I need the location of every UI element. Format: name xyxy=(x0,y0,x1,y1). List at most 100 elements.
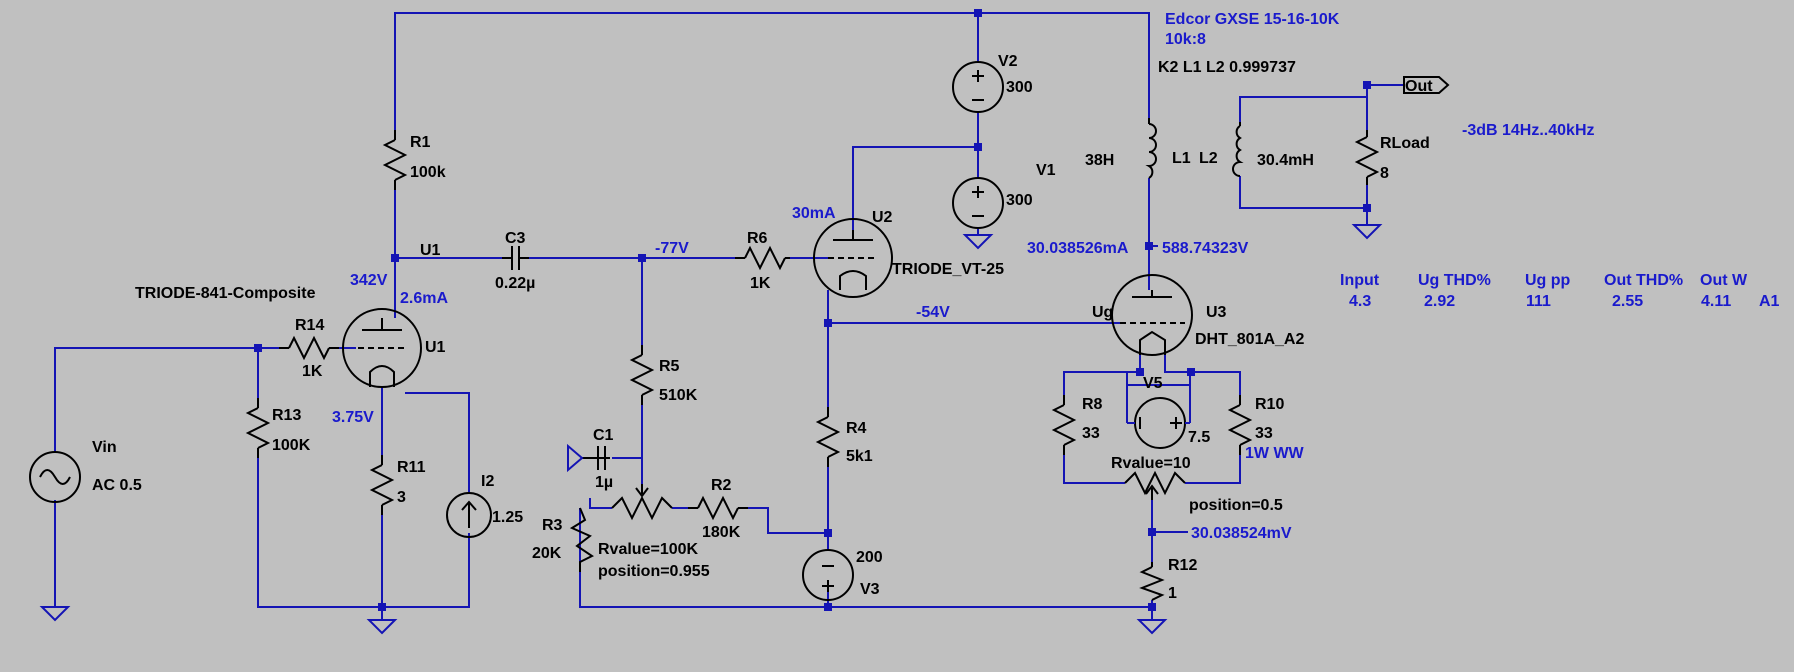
u2-current: 30mA xyxy=(792,205,836,222)
c1-capacitor-icon[interactable] xyxy=(582,446,610,470)
r8-name: R8 xyxy=(1082,396,1103,413)
c1-name: C1 xyxy=(593,427,614,444)
l1-inductor-icon[interactable] xyxy=(1145,118,1157,179)
r5-resistor-icon[interactable] xyxy=(629,345,655,405)
v3-value: 200 xyxy=(856,549,883,566)
i2-current-source-icon[interactable] xyxy=(446,492,492,538)
u3-plate-voltage: 588.74323V xyxy=(1162,240,1249,257)
r3-potentiometer-icon[interactable] xyxy=(569,484,673,572)
l2-inductor-icon[interactable] xyxy=(1232,122,1244,177)
r6-node-voltage: -77V xyxy=(655,240,689,257)
results-value: 4.11 xyxy=(1701,293,1731,310)
v1-value: 300 xyxy=(1006,192,1033,209)
vin-ac-source-icon[interactable] xyxy=(29,451,81,503)
r14-value: 1K xyxy=(302,363,323,380)
r5-name: R5 xyxy=(659,358,680,375)
v2-value: 300 xyxy=(1006,79,1033,96)
r12-resistor-icon[interactable] xyxy=(1139,562,1165,601)
results-value: 111 xyxy=(1526,293,1551,310)
u3-current: 30.038526mA xyxy=(1027,240,1129,257)
rload-resistor-icon[interactable] xyxy=(1354,130,1380,185)
results-header: Ug THD% xyxy=(1418,272,1491,289)
r11-resistor-icon[interactable] xyxy=(369,455,395,515)
v1-name: V1 xyxy=(1036,162,1056,179)
results-header: Ug pp xyxy=(1525,272,1571,289)
l1-value: 38H xyxy=(1085,152,1114,169)
r13-name: R13 xyxy=(272,407,301,424)
ground-icon xyxy=(366,619,398,635)
r3-position: position=0.955 xyxy=(598,563,710,580)
r13-resistor-icon[interactable] xyxy=(245,398,271,458)
r6-resistor-icon[interactable] xyxy=(735,245,790,271)
r13-value: 100K xyxy=(272,437,311,454)
r3-rvalue: Rvalue=100K xyxy=(598,541,699,558)
c1-value: 1µ xyxy=(595,474,613,491)
l2-name: L2 xyxy=(1199,150,1218,167)
v5-name: V5 xyxy=(1143,375,1163,392)
u2-model: TRIODE_VT-25 xyxy=(892,261,1004,278)
bandwidth-annotation: -3dB 14Hz..40kHz xyxy=(1462,122,1595,139)
out-port-label: Out xyxy=(1405,78,1433,95)
r11-value: 3 xyxy=(397,489,406,506)
r2-name: R2 xyxy=(711,477,732,494)
results-header: Input xyxy=(1340,272,1380,289)
u1-current: 2.6mA xyxy=(400,290,448,307)
ground-icon xyxy=(39,606,71,622)
v3-name: V3 xyxy=(860,581,880,598)
r3-value: 20K xyxy=(532,545,562,562)
r2-resistor-icon[interactable] xyxy=(688,495,748,521)
u2-cathode-voltage: -54V xyxy=(916,304,950,321)
u1-node-label: U1 xyxy=(420,242,441,259)
operating-point-annotations: 342V 2.6mA 3.75V -77V 30mA -54V 30.03852… xyxy=(332,122,1595,542)
r2-value: 180K xyxy=(702,524,741,541)
rload-name: RLoad xyxy=(1380,135,1430,152)
ground-icon xyxy=(567,443,584,473)
component-labels: V2 300 V1 300 R1 100k U1 C3 0.22µ R6 1K … xyxy=(92,11,1433,602)
r8-resistor-icon[interactable] xyxy=(1051,395,1077,455)
results-value: 2.55 xyxy=(1612,293,1643,310)
v5-voltage-source-icon[interactable] xyxy=(1126,385,1191,449)
results-header: Out W xyxy=(1700,272,1748,289)
r1-name: R1 xyxy=(410,134,431,151)
r12-name: R12 xyxy=(1168,557,1197,574)
c3-capacitor-icon[interactable] xyxy=(502,246,529,270)
results-value: 4.3 xyxy=(1349,293,1371,310)
u3-name: U3 xyxy=(1206,304,1227,321)
v2-voltage-source-icon[interactable] xyxy=(952,61,1004,113)
l1-name: L1 xyxy=(1172,150,1191,167)
vin-value: AC 0.5 xyxy=(92,477,142,494)
u1-name: U1 xyxy=(425,339,446,356)
ground-icon xyxy=(962,234,994,250)
r5-value: 510K xyxy=(659,387,698,404)
v3-voltage-source-icon[interactable] xyxy=(802,549,854,601)
hum-potentiometer-icon[interactable] xyxy=(1124,470,1186,500)
r1-value: 100k xyxy=(410,164,446,181)
r4-value: 5k1 xyxy=(846,448,873,465)
r6-value: 1K xyxy=(750,275,771,292)
pot-position: position=0.5 xyxy=(1189,497,1283,514)
r12-voltage: 30.038524mV xyxy=(1191,525,1292,542)
u1-triode-icon[interactable] xyxy=(342,308,422,388)
r6-name: R6 xyxy=(747,230,768,247)
v2-name: V2 xyxy=(998,53,1018,70)
out-port-icon[interactable] xyxy=(1403,76,1450,94)
r4-resistor-icon[interactable] xyxy=(815,407,841,467)
pot-rvalue: Rvalue=10 xyxy=(1111,455,1191,472)
v1-voltage-source-icon[interactable] xyxy=(952,177,1004,229)
ground-icon xyxy=(1136,619,1168,635)
u1-cathode-voltage: 3.75V xyxy=(332,409,374,426)
u2-triode-icon[interactable] xyxy=(813,218,893,298)
r4-name: R4 xyxy=(846,420,867,437)
i2-name: I2 xyxy=(481,473,494,490)
rload-value: 8 xyxy=(1380,165,1389,182)
u3-triode-icon[interactable] xyxy=(1111,274,1193,356)
v5-value: 7.5 xyxy=(1188,429,1210,446)
u3-grid-label: Ug xyxy=(1092,304,1113,321)
r10-resistor-icon[interactable] xyxy=(1227,395,1253,455)
transformer-coupling: K2 L1 L2 0.999737 xyxy=(1158,59,1296,76)
r14-resistor-icon[interactable] xyxy=(279,335,339,361)
i2-value: 1.25 xyxy=(492,509,523,526)
r1-resistor-icon[interactable] xyxy=(382,130,408,190)
r12-value: 1 xyxy=(1168,585,1177,602)
u2-name: U2 xyxy=(872,209,893,226)
